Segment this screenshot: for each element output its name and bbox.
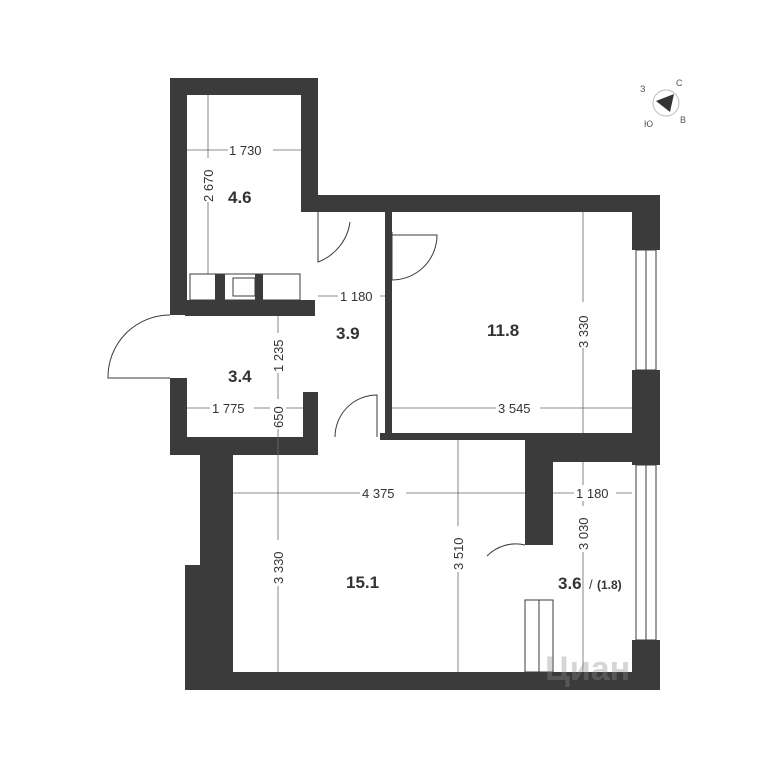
bedroom-area: 11.8 [487,321,519,340]
bathroom-length: 2 670 [201,169,216,202]
corridor-width: 1 180 [340,289,373,304]
bathroom-fixtures [189,273,301,661]
corridor-area: 3.9 [336,324,360,343]
living-area: 15.1 [346,573,379,592]
living-length-a: 3 330 [271,551,286,584]
balcony-length: 3 030 [576,517,591,550]
bedroom-length: 3 330 [576,315,591,348]
balcony-area: 3.6 [558,574,582,593]
labels: 1 730 2 670 4.6 1 180 3.9 3.4 1 775 1 23… [200,142,630,688]
walls [170,78,660,690]
hall-length-a: 1 235 [271,339,286,372]
hall-length-b: 650 [271,406,286,428]
bathroom-area: 4.6 [228,188,252,207]
compass-arrow-icon [656,94,674,112]
doors[interactable] [107,212,526,557]
balcony-width: 1 180 [576,486,609,501]
living-width: 4 375 [362,486,395,501]
living-length-b: 3 510 [451,537,466,570]
windows [524,249,657,673]
compass-west: З [640,84,645,94]
compass-south: Ю [644,119,653,129]
bathroom-width: 1 730 [229,143,262,158]
compass: З С Ю В [640,78,686,129]
svg-text:/: / [589,577,593,592]
bedroom-width: 3 545 [498,401,531,416]
compass-north: С [676,78,683,88]
compass-east: В [680,115,686,125]
watermark: Циан [545,650,630,688]
hall-area: 3.4 [228,367,252,386]
balcony-area-reduced: (1.8) [597,578,622,592]
hall-width: 1 775 [212,401,245,416]
